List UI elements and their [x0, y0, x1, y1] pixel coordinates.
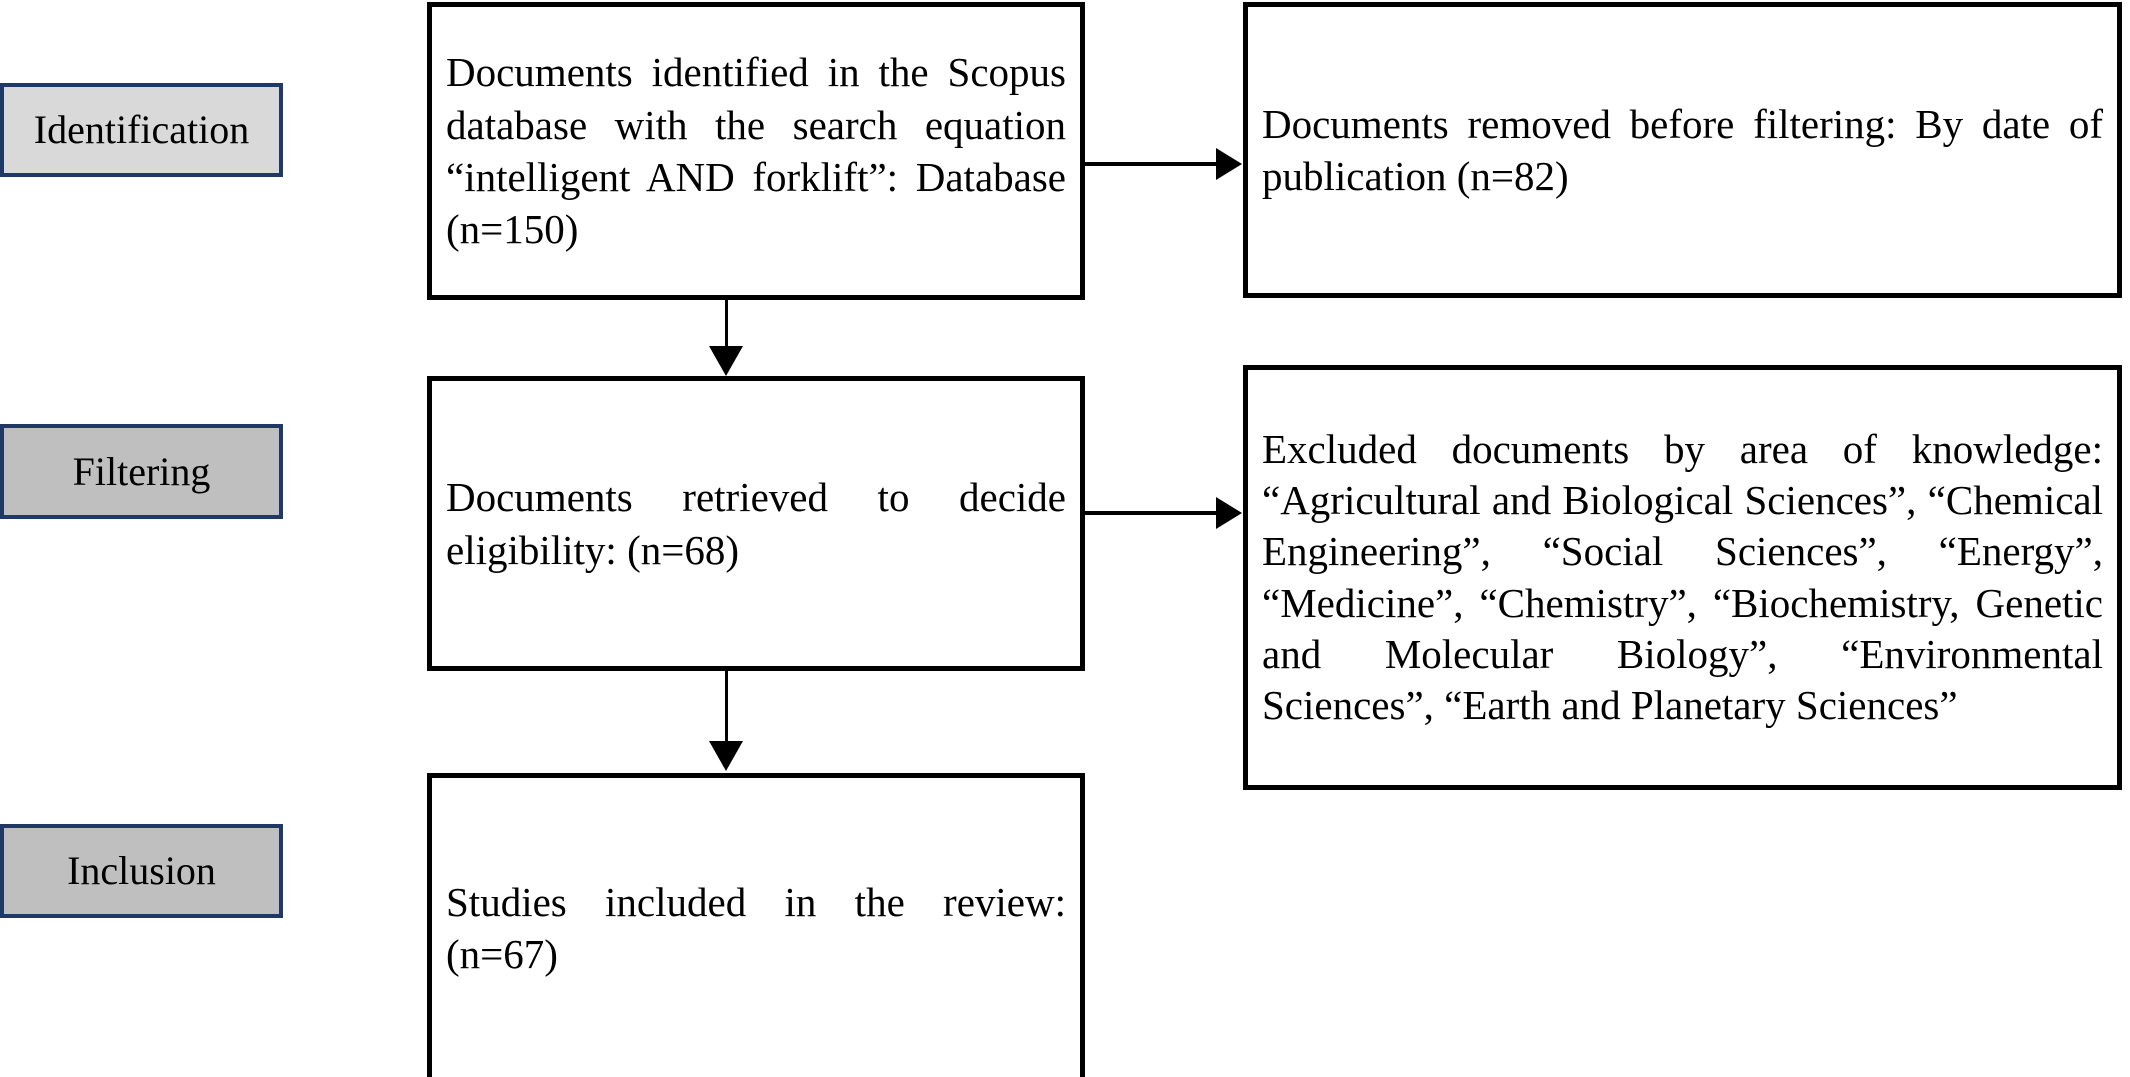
stage-label-inclusion: Inclusion	[0, 824, 283, 918]
stage-label-inclusion-text: Inclusion	[67, 848, 216, 893]
connector-identified-to-retrieved-arrowhead-icon	[709, 346, 743, 376]
flow-box-documents-identified: Documents identified in the Scopus datab…	[427, 2, 1085, 300]
connector-identified-to-removed-arrowhead-icon	[1216, 148, 1242, 180]
connector-retrieved-to-excluded-arrowhead-icon	[1216, 497, 1242, 529]
flow-box-studies-included-text: Studies included in the review: (n=67)	[446, 878, 1066, 977]
stage-label-identification-text: Identification	[33, 107, 250, 152]
flow-box-documents-removed: Documents removed before filtering: By d…	[1243, 2, 2122, 298]
flow-box-excluded-documents-text: Excluded documents by area of knowledge:…	[1262, 425, 2103, 728]
flow-box-documents-retrieved-text: Documents retrieved to decide eligibilit…	[446, 474, 1066, 573]
flow-box-documents-removed-text: Documents removed before filtering: By d…	[1262, 100, 2103, 199]
stage-label-filtering: Filtering	[0, 424, 283, 519]
connector-retrieved-to-included-arrowhead-icon	[709, 741, 743, 771]
flow-box-studies-included: Studies included in the review: (n=67)	[427, 773, 1085, 1077]
connector-identified-to-removed-line	[1085, 162, 1219, 166]
flow-box-documents-retrieved: Documents retrieved to decide eligibilit…	[427, 376, 1085, 671]
stage-label-filtering-text: Filtering	[72, 448, 211, 494]
connector-retrieved-to-excluded-line	[1085, 511, 1219, 515]
stage-label-identification: Identification	[0, 83, 283, 177]
connector-retrieved-to-included-line	[725, 671, 728, 743]
flow-box-excluded-documents: Excluded documents by area of knowledge:…	[1243, 365, 2122, 790]
flow-box-documents-identified-text: Documents identified in the Scopus datab…	[446, 49, 1066, 253]
connector-identified-to-retrieved-line	[725, 300, 728, 350]
